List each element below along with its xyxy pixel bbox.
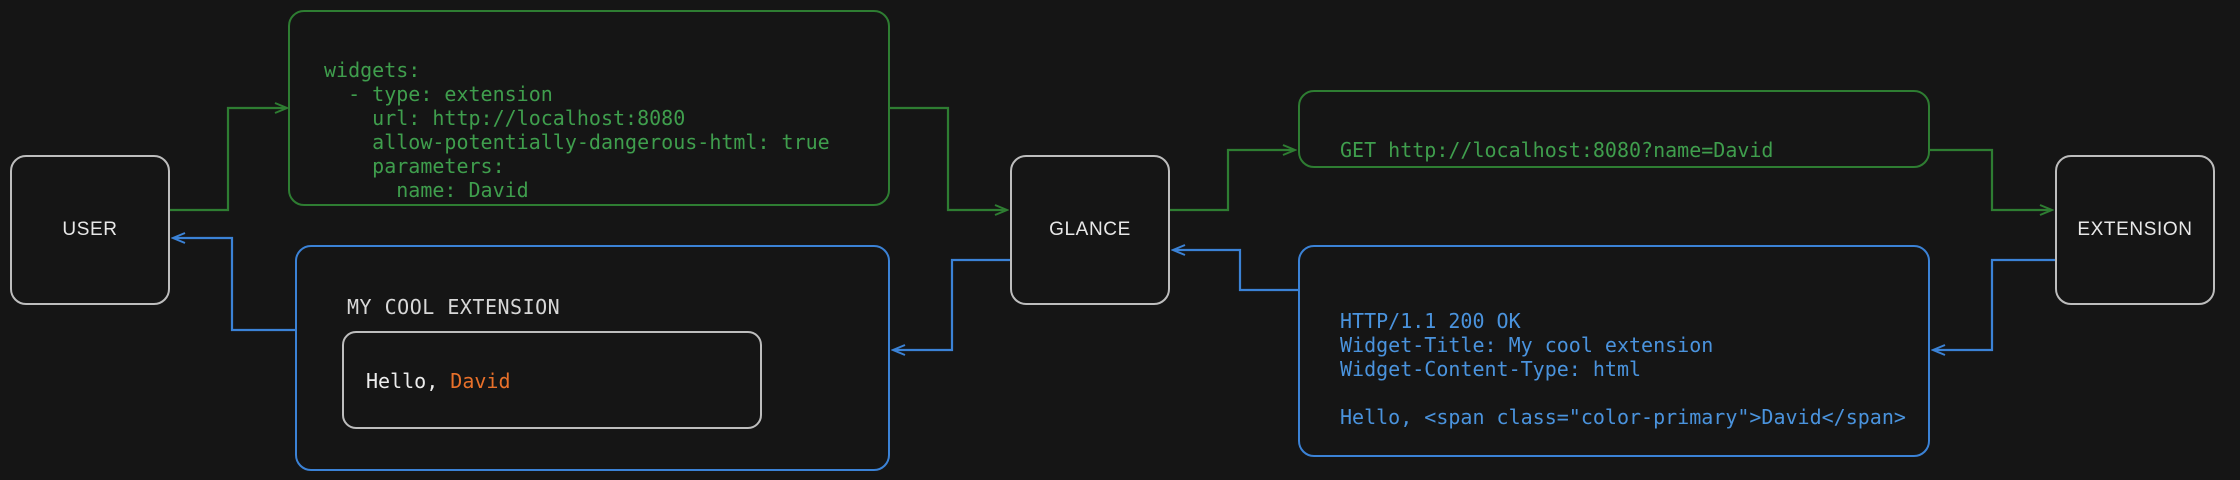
- widget-body: Hello, David: [342, 331, 762, 429]
- panel-rendered-widget: MY COOL EXTENSION Hello, David: [295, 245, 890, 471]
- arrow-request-to-extension: [1930, 148, 2051, 210]
- arrow-render-to-user: [174, 238, 295, 332]
- panel-http-response: HTTP/1.1 200 OK Widget-Title: My cool ex…: [1298, 245, 1930, 457]
- node-glance-label: GLANCE: [1049, 219, 1131, 240]
- node-extension-label: EXTENSION: [2077, 219, 2193, 240]
- node-glance[interactable]: GLANCE: [1010, 155, 1170, 305]
- arrow-glance-to-request: [1170, 150, 1294, 212]
- arrow-glance-to-render: [894, 258, 1010, 350]
- panel-http-request: GET http://localhost:8080?name=David: [1298, 90, 1930, 168]
- widget-greeting-text: Hello,: [366, 369, 451, 393]
- node-user[interactable]: USER: [10, 155, 170, 305]
- arrow-extension-to-response: [1934, 258, 2055, 350]
- widget-title: MY COOL EXTENSION: [347, 295, 561, 319]
- http-response-code: HTTP/1.1 200 OK Widget-Title: My cool ex…: [1340, 309, 1906, 429]
- widget-name-value: David: [450, 369, 511, 393]
- arrow-response-to-glance: [1174, 250, 1298, 292]
- node-extension[interactable]: EXTENSION: [2055, 155, 2215, 305]
- http-request-code: GET http://localhost:8080?name=David: [1340, 138, 1774, 162]
- arrow-config-to-glance: [890, 106, 1006, 210]
- widget-greeting-line: Hello, David: [366, 369, 511, 393]
- panel-yaml-config: widgets: - type: extension url: http://l…: [288, 10, 890, 206]
- node-user-label: USER: [62, 219, 118, 240]
- yaml-config-code: widgets: - type: extension url: http://l…: [324, 58, 830, 202]
- arrow-user-to-config: [170, 108, 286, 212]
